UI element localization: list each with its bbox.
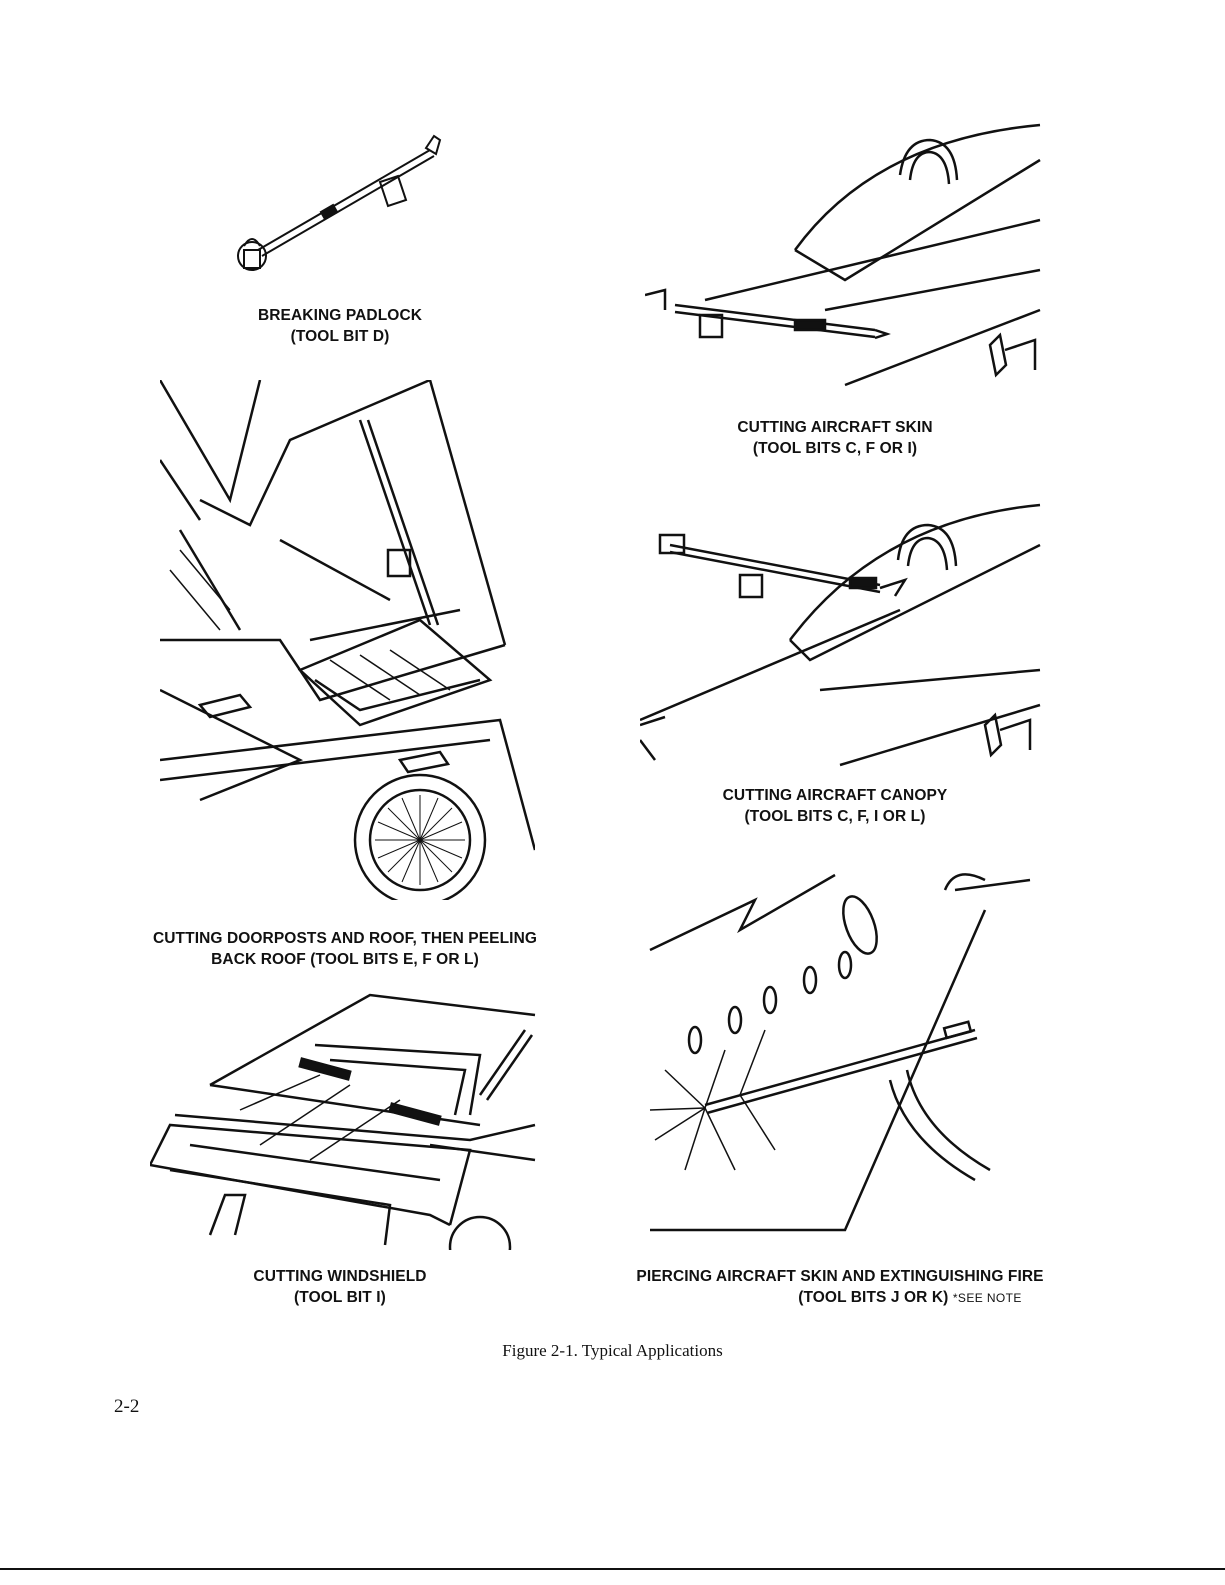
padlock-caption: BREAKING PADLOCK (TOOL BIT D) [230, 305, 450, 347]
windshield-caption-line2: (TOOL BIT I) [294, 1289, 386, 1306]
aircraft-canopy-illustration [640, 500, 1045, 772]
aircraft-skin-caption-line1: CUTTING AIRCRAFT SKIN [737, 419, 933, 436]
aircraft-canopy-caption-line1: CUTTING AIRCRAFT CANOPY [722, 787, 948, 804]
windshield-caption: CUTTING WINDSHIELD (TOOL BIT I) [220, 1266, 460, 1308]
padlock-caption-line1: BREAKING PADLOCK [257, 307, 423, 324]
doorposts-caption: CUTTING DOORPOSTS AND ROOF, THEN PEELING… [120, 928, 570, 970]
page-bottom-rule [0, 1568, 1225, 1570]
piercing-caption-line1: PIERCING AIRCRAFT SKIN AND EXTINGUISHING… [636, 1268, 1044, 1285]
aircraft-skin-caption: CUTTING AIRCRAFT SKIN (TOOL BITS C, F OR… [645, 417, 1025, 459]
doorposts-caption-line2: BACK ROOF (TOOL BITS E, F OR L) [211, 951, 479, 968]
piercing-illustration [645, 870, 1045, 1235]
doorposts-illustration [160, 380, 535, 900]
aircraft-canopy-caption: CUTTING AIRCRAFT CANOPY (TOOL BITS C, F,… [650, 785, 1020, 827]
aircraft-skin-caption-line2: (TOOL BITS C, F OR I) [752, 440, 918, 457]
aircraft-skin-illustration [645, 120, 1045, 392]
windshield-caption-line1: CUTTING WINDSHIELD [253, 1268, 427, 1285]
doorposts-caption-line1: CUTTING DOORPOSTS AND ROOF, THEN PEELING [152, 930, 538, 947]
piercing-caption-note: *SEE NOTE [952, 1291, 1022, 1305]
piercing-caption: PIERCING AIRCRAFT SKIN AND EXTINGUISHING… [610, 1266, 1070, 1309]
padlock-caption-line2: (TOOL BIT D) [290, 328, 390, 345]
figure-caption: Figure 2-1. Typical Applications [502, 1341, 723, 1360]
piercing-caption-line2-row: (TOOL BITS J OR K) *SEE NOTE [610, 1287, 1070, 1309]
page-number: 2-2 [114, 1396, 140, 1417]
windshield-illustration [150, 985, 540, 1250]
piercing-caption-line2: (TOOL BITS J OR K) [798, 1289, 949, 1306]
aircraft-canopy-caption-line2: (TOOL BITS C, F, I OR L) [744, 808, 926, 825]
padlock-illustration [230, 130, 450, 280]
